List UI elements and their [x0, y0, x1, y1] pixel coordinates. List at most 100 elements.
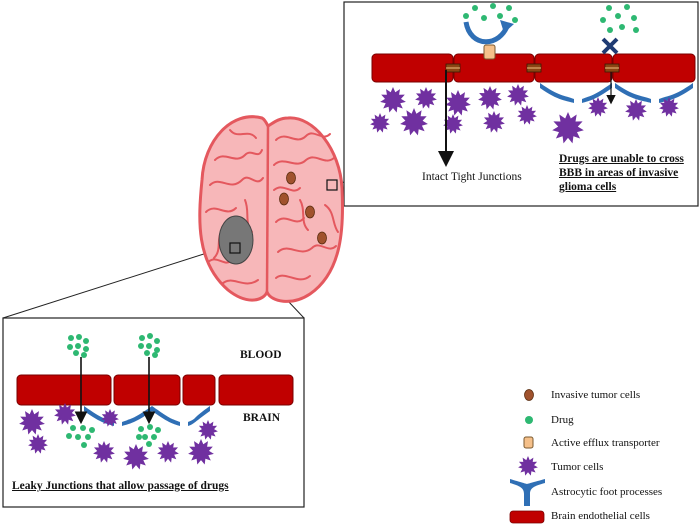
invasive-tumor-cell-icon — [524, 389, 534, 401]
top-panel — [343, 1, 699, 207]
brain-gyrus — [275, 274, 311, 281]
tumor-cell-icon — [518, 456, 538, 476]
drug-dot — [89, 427, 95, 433]
legend-label-invasive: Invasive tumor cells — [551, 389, 641, 401]
tumor-cell — [19, 409, 45, 435]
brain-gyrus — [205, 207, 237, 213]
astrocytic-foot-icon — [510, 479, 545, 506]
invasive-tumor-cell — [279, 192, 289, 206]
tumor-cell — [552, 112, 584, 144]
drug-dot — [147, 424, 153, 430]
tumor-cell-icon-shape — [518, 456, 538, 476]
drug-dot — [138, 426, 144, 432]
drug-dot — [75, 343, 81, 349]
legend-label-endothelial: Brain endothelial cells — [551, 510, 650, 522]
tumor-cell — [659, 97, 679, 117]
efflux-arrowhead — [500, 20, 514, 33]
efflux-transporter-icon — [523, 436, 534, 449]
legend-label-astrocyte: Astrocytic foot processes — [551, 486, 663, 498]
endothelial-cell — [534, 53, 613, 83]
brain-gyrus — [299, 199, 309, 231]
drug-dot — [481, 15, 487, 21]
top-tumor-cells — [370, 84, 679, 144]
tumor-cell — [188, 439, 214, 465]
drug-dot — [68, 335, 74, 341]
zoom-box-top — [326, 179, 338, 191]
drug-dot — [607, 27, 613, 33]
endothelial-cell — [371, 53, 454, 83]
tumor-cell — [517, 105, 537, 125]
drug-dot — [76, 334, 82, 340]
drug-dot — [631, 15, 637, 21]
drug-dot — [512, 17, 518, 23]
brain-gyrus — [209, 176, 264, 186]
tumor-cell — [445, 90, 471, 116]
drug-dot — [139, 335, 145, 341]
drug-dot — [154, 347, 160, 353]
drug-dot — [606, 5, 612, 11]
legend-label-efflux: Active efflux transporter — [551, 437, 660, 449]
drug-dot — [600, 17, 606, 23]
top-drug-dots — [463, 3, 639, 33]
drug-dot — [144, 350, 150, 356]
label-blood: BLOOD — [240, 349, 282, 361]
endothelial-cell-icon — [509, 510, 545, 524]
brain-gyrus — [324, 204, 339, 233]
drug-dot — [490, 3, 496, 9]
drug-dot — [615, 13, 621, 19]
brain-gyrus — [221, 279, 259, 285]
drug-dot — [152, 352, 158, 358]
tumor-cell — [625, 99, 647, 121]
legend-symbols — [509, 389, 545, 524]
endothelial-cell — [16, 374, 112, 406]
tumor-cell — [93, 441, 115, 463]
drug-dot — [151, 434, 157, 440]
tumor-mass — [218, 215, 254, 265]
tumor-cell — [101, 409, 119, 427]
invasive-tumor-cell — [286, 171, 296, 185]
top-endothelial-layer — [371, 53, 696, 83]
blocked-x-icon — [601, 37, 619, 55]
tumor-cell — [54, 403, 76, 425]
brain-gyrus — [273, 156, 335, 166]
tumor-cell — [483, 111, 505, 133]
brain-gyrus — [277, 244, 337, 253]
drug-dot — [506, 5, 512, 11]
tumor-cell — [443, 114, 463, 134]
label-intact-junctions: Intact Tight Junctions — [422, 171, 522, 183]
drug-dot — [81, 352, 87, 358]
caption-top-line2: BBB in areas of invasive — [559, 167, 679, 179]
drug-dot — [81, 442, 87, 448]
drug-dot — [142, 434, 148, 440]
brain-midline — [265, 125, 270, 293]
endothelial-cell — [113, 374, 181, 406]
drug-dot — [75, 434, 81, 440]
drug-dot — [70, 425, 76, 431]
drug-dot — [67, 344, 73, 350]
drug-dot — [85, 434, 91, 440]
drug-dot — [463, 13, 469, 19]
tumor-cell — [380, 87, 406, 113]
brain-gyri — [205, 129, 339, 285]
drug-dot — [66, 433, 72, 439]
drug-dot — [136, 434, 142, 440]
tumor-cell — [588, 97, 608, 117]
drug-dot — [73, 350, 79, 356]
endothelial-cell — [612, 53, 696, 83]
drug-dot-icon — [525, 416, 533, 424]
brain-gyrus — [229, 129, 257, 139]
zoom-box-bottom — [229, 242, 241, 254]
tumor-cell — [507, 84, 529, 106]
brain-illustration — [198, 115, 345, 303]
bottom-panel — [2, 317, 305, 508]
tumor-cell — [370, 113, 390, 133]
brain-gyrus — [275, 217, 305, 223]
drug-dot — [619, 24, 625, 30]
caption-bottom: Leaky Junctions that allow passage of dr… — [12, 480, 229, 492]
drug-dot — [497, 13, 503, 19]
tumor-cell — [123, 444, 149, 470]
drug-dot — [147, 333, 153, 339]
connector-line-bottom — [2, 244, 233, 319]
drug-dot — [624, 4, 630, 10]
